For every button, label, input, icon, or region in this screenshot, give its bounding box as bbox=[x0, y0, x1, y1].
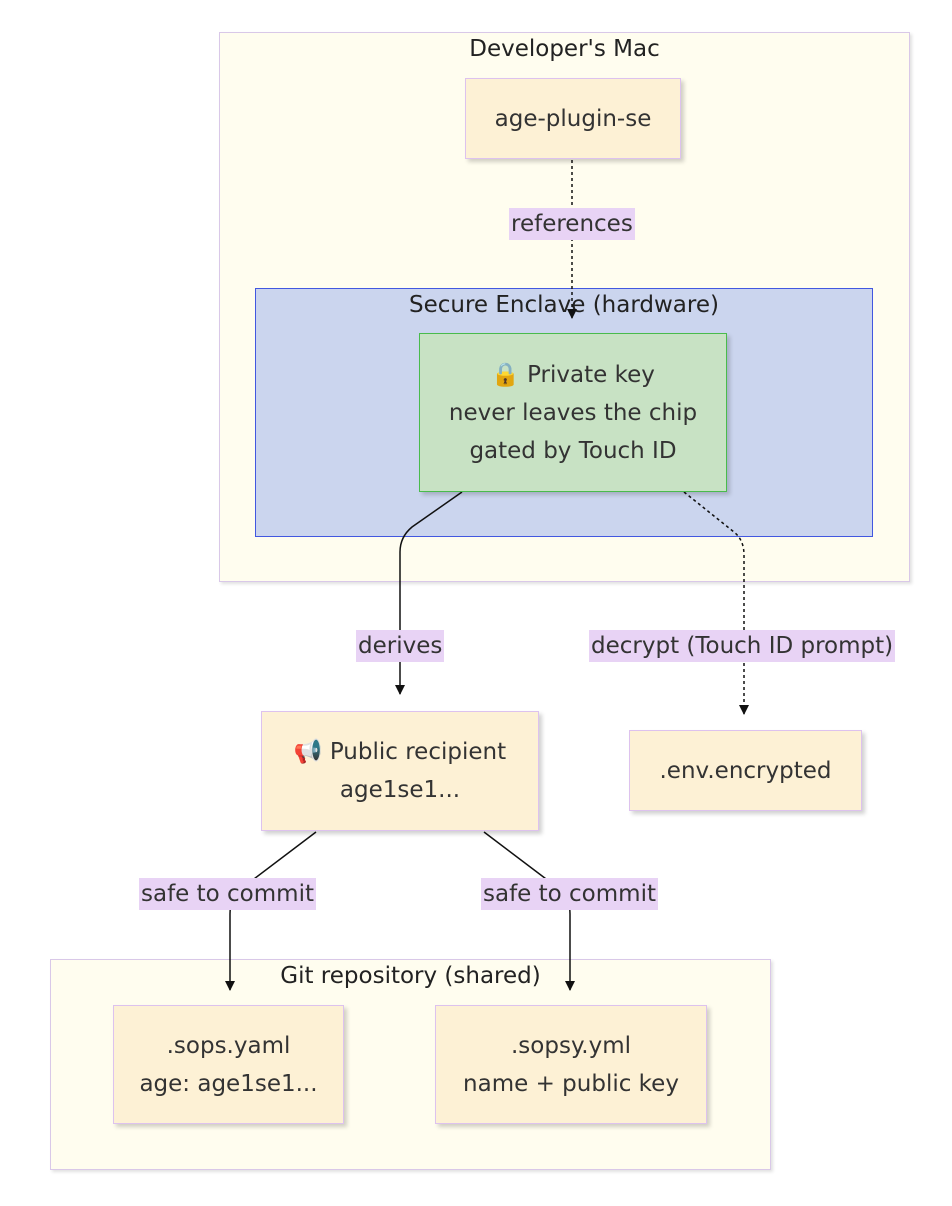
edge-derives bbox=[395, 491, 463, 695]
edge-commit-sopsy bbox=[483, 831, 575, 991]
private-key-line-3: gated by Touch ID bbox=[469, 437, 677, 464]
public-recipient-title: 📢 Public recipient bbox=[293, 739, 507, 765]
public-recipient-node: 📢 Public recipient age1se1... bbox=[261, 711, 539, 831]
git-repository-title: Git repository (shared) bbox=[280, 963, 541, 989]
edge-decrypt bbox=[683, 491, 749, 715]
age-plugin-se-label: age-plugin-se bbox=[494, 105, 652, 132]
edge-label-commit-sopsy: safe to commit bbox=[481, 878, 658, 910]
sopsy-yml-value: name + public key bbox=[463, 1070, 679, 1097]
sopsy-yml-title: .sopsy.yml bbox=[511, 1032, 631, 1059]
private-key-node: 🔒 Private key never leaves the chip gate… bbox=[419, 333, 727, 492]
sops-yaml-title: .sops.yaml bbox=[166, 1032, 291, 1059]
public-recipient-value: age1se1... bbox=[339, 777, 461, 803]
sopsy-yml-node: .sopsy.yml name + public key bbox=[435, 1005, 707, 1124]
edge-label-decrypt: decrypt (Touch ID prompt) bbox=[589, 630, 896, 662]
sops-yaml-node: .sops.yaml age: age1se1... bbox=[113, 1005, 344, 1124]
developers-mac-title: Developer's Mac bbox=[469, 36, 660, 62]
secure-enclave-title: Secure Enclave (hardware) bbox=[409, 292, 719, 318]
env-encrypted-label: .env.encrypted bbox=[659, 757, 832, 784]
edge-commit-sops bbox=[225, 831, 317, 991]
private-key-line-2: never leaves the chip bbox=[448, 399, 698, 426]
edge-label-derives: derives bbox=[356, 630, 445, 662]
edge-label-references: references bbox=[509, 208, 635, 240]
edge-label-commit-sops: safe to commit bbox=[139, 878, 316, 910]
sops-yaml-value: age: age1se1... bbox=[139, 1070, 318, 1097]
age-plugin-se-node: age-plugin-se bbox=[465, 78, 681, 159]
env-encrypted-node: .env.encrypted bbox=[629, 730, 862, 811]
private-key-title: 🔒 Private key bbox=[491, 361, 655, 388]
